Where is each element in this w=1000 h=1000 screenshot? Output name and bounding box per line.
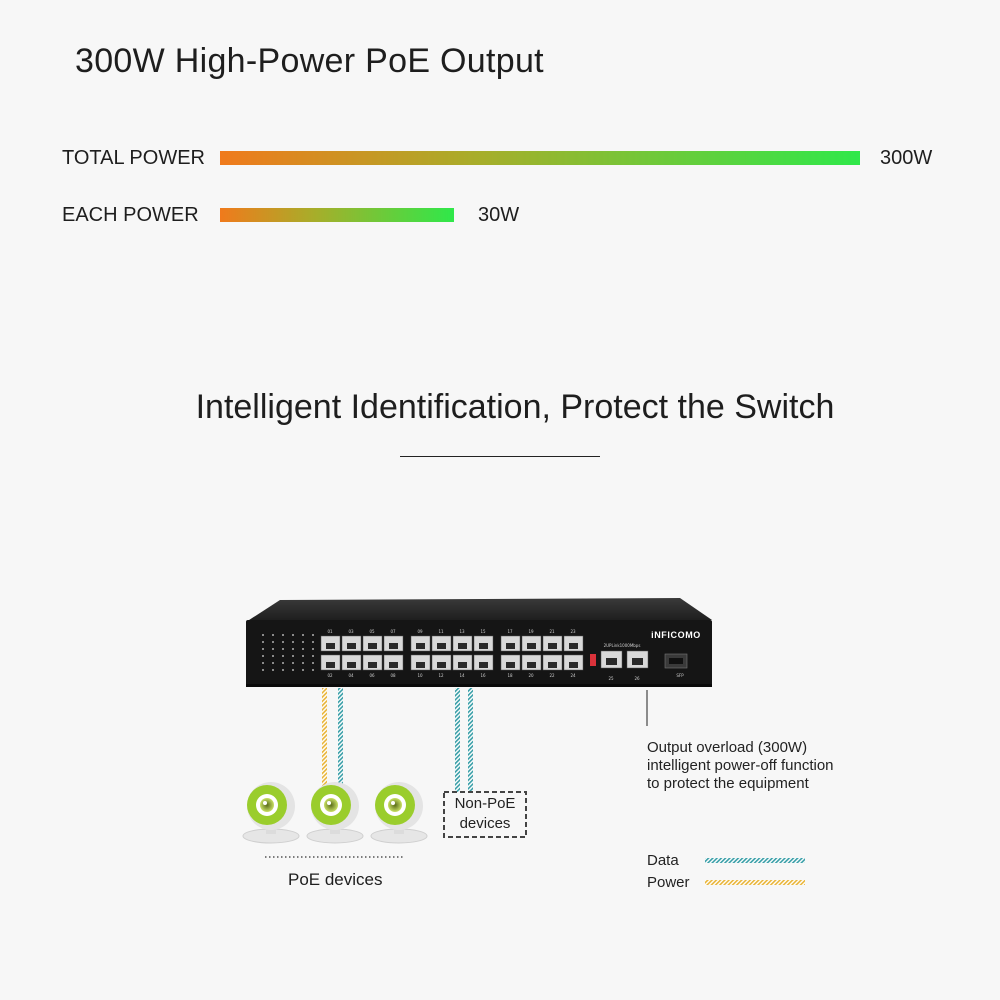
port-number: 08 [390, 673, 396, 678]
port-number: 16 [480, 673, 486, 678]
port-number: 14 [459, 673, 465, 678]
sfp-label: SFP [676, 673, 684, 678]
port-number: 10 [417, 673, 423, 678]
non-poe-label-line: Non-PoE [454, 795, 516, 812]
port-number: 23 [570, 629, 576, 634]
overload-note-line: Output overload (300W) [647, 739, 808, 756]
port-number: 01 [327, 629, 333, 634]
port-number: 12 [438, 673, 444, 678]
sfp-port [664, 653, 688, 669]
brand-logo: iNFICOMO [651, 630, 701, 640]
non-poe-label: Non-PoE devices [444, 794, 526, 834]
port-number: 22 [549, 673, 555, 678]
uplink-ports [600, 650, 649, 669]
poe-output-title: 300W High-Power PoE Output [75, 42, 544, 80]
poe-camera-1 [242, 782, 300, 844]
overload-note-line: intelligent power-off function [647, 757, 834, 774]
port-number: 18 [507, 673, 513, 678]
total-power-label: TOTAL POWER [62, 147, 205, 169]
port-number: 07 [390, 629, 396, 634]
power-cable [322, 688, 327, 788]
poe-camera-2 [306, 782, 364, 844]
port-number: 17 [507, 629, 513, 634]
poe-camera-3 [370, 782, 428, 844]
port-number: 19 [528, 629, 534, 634]
uplink-label: 2UPLink1000Mbps [604, 643, 641, 648]
identification-title: Intelligent Identification, Protect the … [195, 388, 835, 426]
port-number: 09 [417, 629, 423, 634]
poe-devices-label: PoE devices [288, 870, 383, 889]
non-poe-label-line: devices [459, 815, 511, 832]
power-legend-swatch [705, 880, 805, 885]
poe-switch: 01 03 05 07 09 11 13 15 17 19 21 23 02 0… [246, 598, 712, 687]
data-cable [455, 688, 460, 792]
data-legend-swatch [705, 858, 805, 863]
port-number: 03 [348, 629, 354, 634]
port-number: 02 [327, 673, 333, 678]
each-power-label: EACH POWER [62, 204, 199, 226]
port-number: 21 [549, 629, 555, 634]
data-cable [338, 688, 343, 788]
port-number: 24 [570, 673, 576, 678]
overload-note-line: to protect the equipment [647, 775, 809, 792]
total-power-value: 300W [880, 147, 933, 169]
each-power-bar [220, 208, 454, 222]
overload-note: Output overload (300W) intelligent power… [647, 739, 834, 793]
status-led-panel [262, 634, 314, 671]
port-number: 11 [438, 629, 444, 634]
port-number: 05 [369, 629, 375, 634]
port-number: 25 [608, 676, 614, 681]
total-power-bar [220, 151, 860, 165]
data-legend-label: Data [647, 852, 679, 869]
port-number: 06 [369, 673, 375, 678]
port-number: 04 [348, 673, 354, 678]
dip-switch [590, 654, 596, 666]
non-poe-box [443, 791, 527, 838]
power-legend-label: Power [647, 874, 690, 891]
data-cable [468, 688, 473, 792]
each-power-value: 30W [478, 204, 520, 226]
title-divider [400, 456, 600, 457]
port-number: 13 [459, 629, 465, 634]
port-number: 15 [480, 629, 486, 634]
port-number: 20 [528, 673, 534, 678]
port-number: 26 [634, 676, 640, 681]
